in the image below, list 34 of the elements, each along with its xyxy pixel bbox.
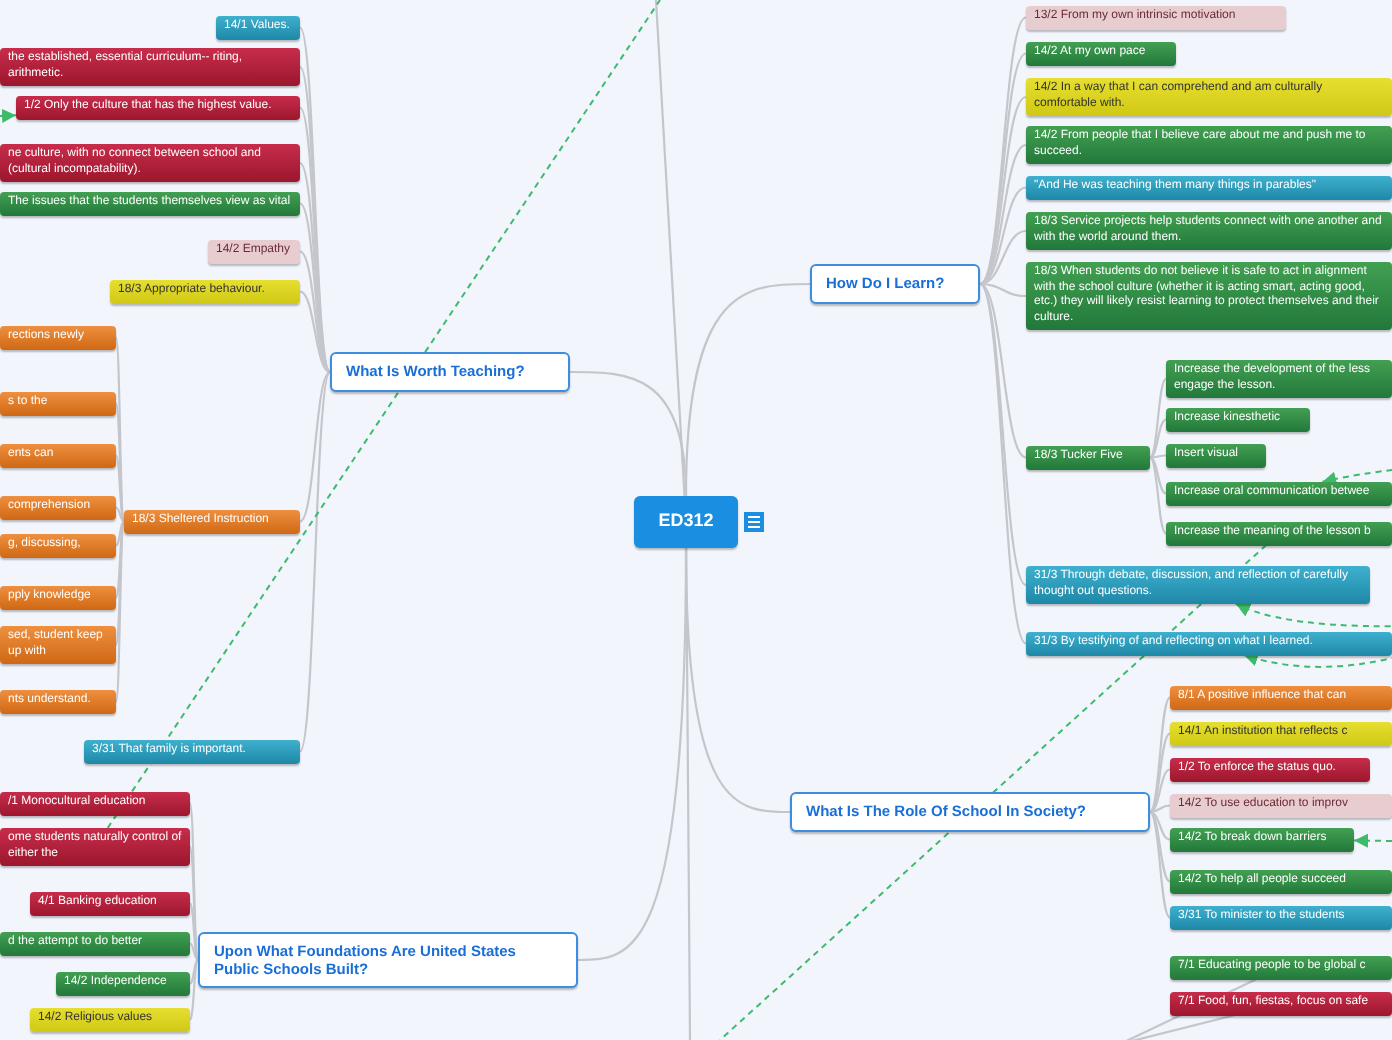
branch-line bbox=[979, 282, 1027, 298]
branch-line bbox=[1149, 418, 1167, 459]
branch-line bbox=[1149, 811, 1171, 883]
branch-line bbox=[299, 371, 331, 523]
branch-line bbox=[685, 548, 692, 1040]
branch-line bbox=[189, 959, 199, 1020]
branch-line bbox=[654, 0, 686, 497]
branch-line bbox=[189, 959, 199, 985]
branch-line bbox=[189, 942, 199, 961]
branch-line bbox=[1149, 696, 1171, 813]
branch-line bbox=[1149, 378, 1167, 459]
branch-line bbox=[979, 229, 1027, 286]
relationship-arrow bbox=[1235, 603, 1392, 628]
relationship-arrow bbox=[1353, 833, 1392, 848]
branch-line bbox=[1149, 454, 1167, 459]
branch-line bbox=[979, 283, 1027, 645]
branch-line bbox=[299, 371, 331, 752]
branch-line bbox=[1149, 810, 1171, 841]
branch-line bbox=[1149, 768, 1171, 813]
branch-line bbox=[299, 290, 331, 373]
branch-line bbox=[1149, 456, 1167, 535]
branch-line bbox=[1149, 811, 1171, 919]
branch-line bbox=[115, 455, 125, 522]
branch-line bbox=[979, 283, 1027, 586]
relationship-arrow bbox=[0, 108, 17, 123]
branch-line bbox=[1149, 804, 1171, 814]
branch-line bbox=[684, 282, 810, 497]
branch-line bbox=[1149, 732, 1171, 813]
relationship-line bbox=[106, 0, 661, 829]
central-topic-box: ED312 bbox=[634, 496, 738, 548]
branch-line bbox=[979, 283, 1027, 459]
relationship-line bbox=[719, 544, 1268, 1040]
branch-line bbox=[115, 520, 125, 547]
branch-line bbox=[1149, 456, 1167, 495]
